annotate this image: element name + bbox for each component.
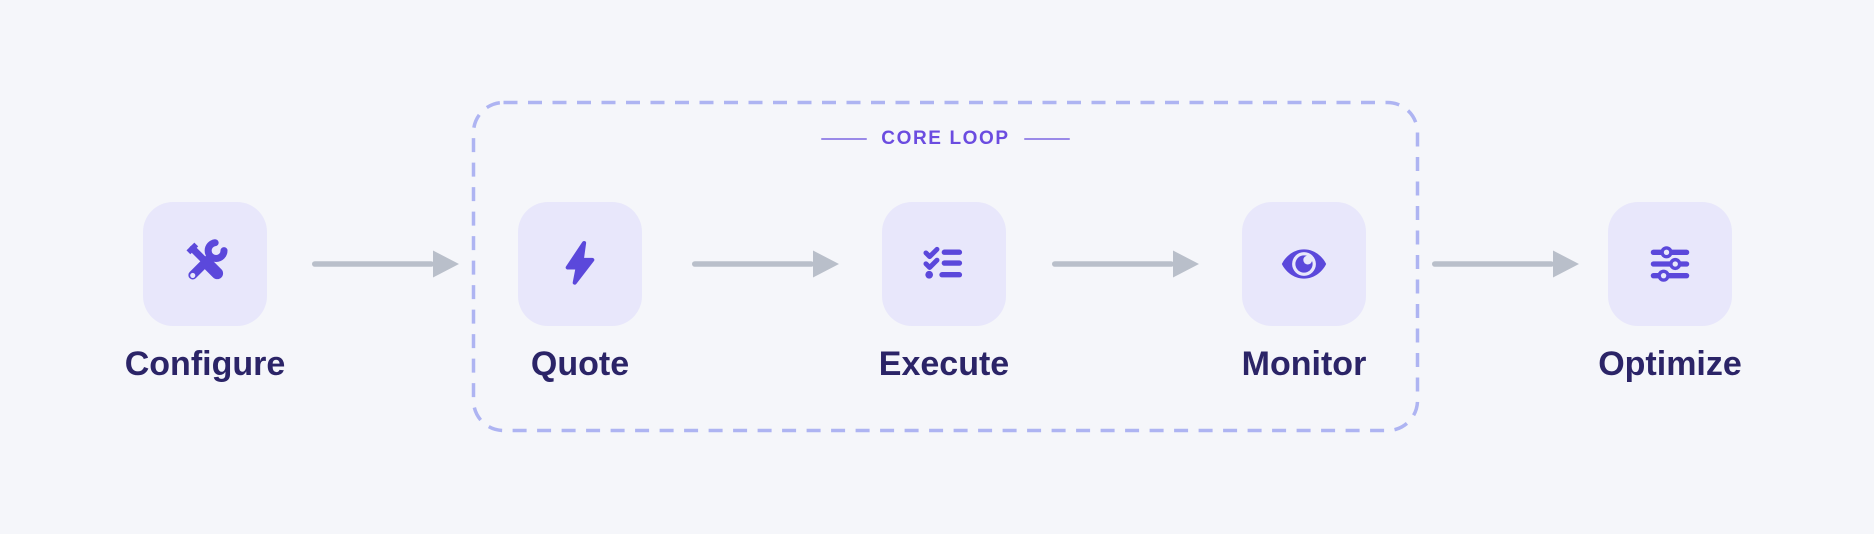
lightning-bolt-icon (565, 240, 595, 285)
core-loop-dashed-border (471, 100, 1420, 433)
core-loop-title: CORE LOOP (881, 128, 1010, 149)
step-configure: Configure (125, 202, 285, 388)
checklist-icon (923, 246, 963, 279)
step-quote: Quote (518, 202, 642, 388)
flow-arrow (692, 250, 839, 278)
step-quote-tile (518, 202, 642, 326)
step-label: Configure (124, 345, 286, 383)
step-label: Execute (878, 345, 1010, 383)
step-label: Optimize (1598, 345, 1742, 383)
step-optimize-tile (1608, 202, 1732, 326)
flow-arrow (312, 250, 459, 278)
step-monitor: Monitor (1242, 202, 1366, 388)
step-optimize: Optimize (1598, 202, 1742, 388)
step-label: Monitor (1241, 345, 1367, 383)
wrench-screwdriver-icon (186, 239, 228, 280)
core-loop-heading: CORE LOOP (473, 126, 1418, 152)
step-execute: Execute (878, 202, 1010, 388)
step-label: Quote (530, 345, 630, 383)
flow-arrow (1052, 250, 1199, 278)
step-monitor-tile (1242, 202, 1366, 326)
sliders-icon (1650, 246, 1690, 282)
step-configure-tile (143, 202, 267, 326)
flow-arrow (1432, 250, 1579, 278)
eye-icon (1281, 249, 1327, 279)
step-execute-tile (882, 202, 1006, 326)
core-loop-right-line (1023, 138, 1070, 140)
core-loop-left-line (821, 138, 868, 140)
